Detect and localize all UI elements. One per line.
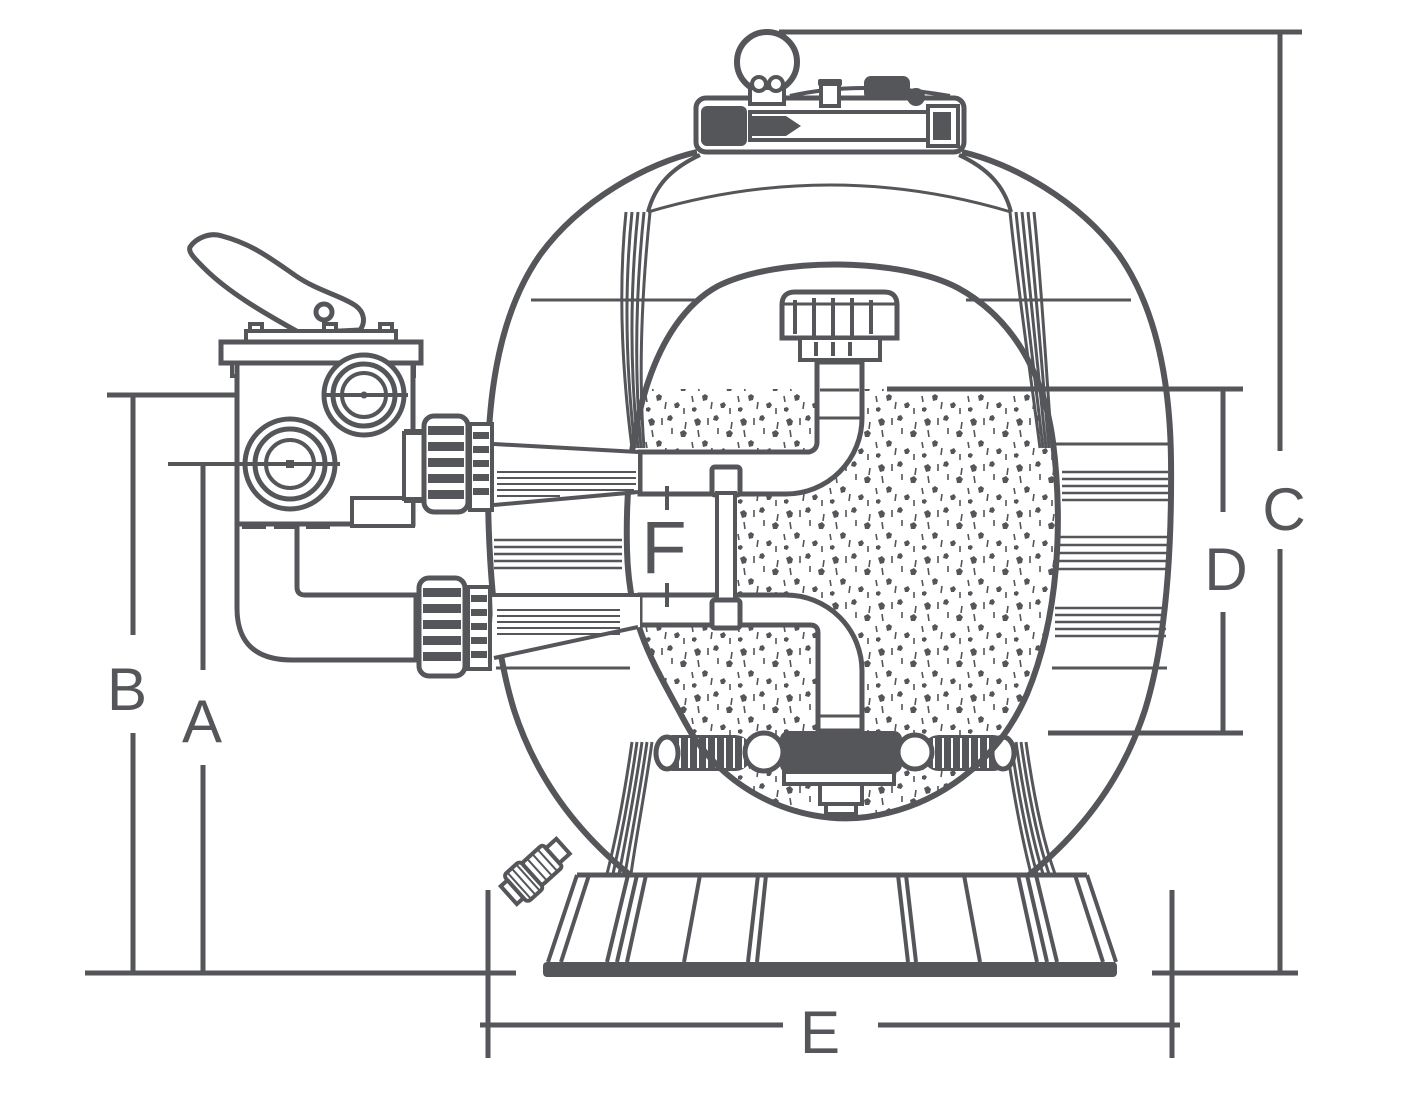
lateral-assembly — [653, 730, 1017, 816]
outlet-pipe-and-collector-standpipe — [637, 592, 865, 734]
valve-flange — [218, 339, 424, 366]
dimension-label-d: D — [1204, 536, 1247, 603]
tank-rib-bands-right — [1052, 442, 1171, 670]
lid-latch-pointer — [752, 116, 801, 136]
tank-rib-bands-left — [494, 538, 630, 670]
inlet-pipe-and-diffuser-standpipe — [637, 359, 865, 497]
union-coupling-upper — [402, 413, 494, 515]
tank-lid-assembly — [693, 29, 967, 155]
dimension-label-a: A — [182, 688, 222, 755]
union-coupling-lower — [416, 575, 492, 679]
pressure-gauge-icon — [864, 76, 925, 106]
valve-waste-elbow — [234, 510, 419, 663]
valve-port-lower — [168, 416, 340, 512]
dimension-line-e — [480, 890, 1180, 1058]
top-diffuser — [779, 289, 900, 362]
valve-port-upper — [321, 352, 408, 438]
filter-vessel-cutaway — [623, 261, 1061, 822]
flank-pipe-bores — [492, 442, 640, 660]
base-stand — [497, 836, 1118, 977]
dome-seam — [647, 183, 1012, 214]
dimension-label-e: E — [800, 999, 840, 1066]
sight-glass — [709, 464, 743, 631]
dimension-label-f: F — [641, 506, 686, 589]
vessel-wall — [623, 261, 1061, 822]
dimension-label-c: C — [1262, 476, 1305, 543]
valve-handle — [187, 232, 366, 336]
drain-connector — [497, 836, 573, 907]
multiport-valve — [168, 232, 494, 679]
dimension-line-b — [107, 392, 237, 973]
dimension-label-b: B — [107, 656, 147, 723]
dimension-line-c — [779, 29, 1302, 973]
dimension-annotations: A B C D E F — [85, 29, 1306, 1066]
air-relief-valve-icon — [818, 79, 842, 108]
carry-ring-icon — [734, 29, 800, 106]
dimension-line-d — [887, 386, 1243, 736]
lid-lock-block — [701, 106, 747, 146]
